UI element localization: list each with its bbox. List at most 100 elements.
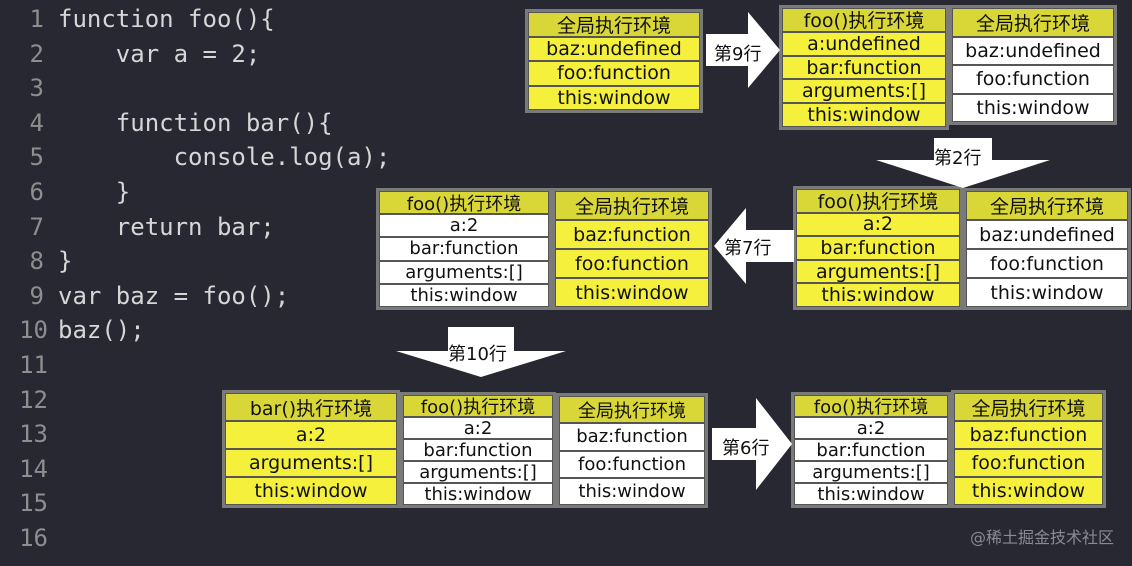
line-number: 9 [29,281,44,310]
arrow-down-line2: 第2行 [876,138,1050,188]
context-row: bar:function [796,236,960,260]
context-row: this:window [782,103,946,127]
context-title: 全局执行环境 [952,8,1114,37]
arrow-label: 第6行 [722,438,770,459]
context-row: arguments:[] [225,449,397,477]
code-line: 4 function bar(){ [0,106,333,141]
context-title: foo()执行环境 [794,395,948,417]
code-line: 12 [0,383,58,418]
line-number: 8 [29,247,44,276]
context-row: arguments:[] [403,461,553,483]
arrow-down-line10: 第10行 [396,327,566,377]
code-line: 7 return bar; [0,210,275,245]
line-number: 16 [19,524,48,552]
line-number: 2 [29,39,44,68]
context-row: this:window [379,283,549,307]
context-title: 全局执行环境 [559,396,705,424]
context-title: 全局执行环境 [528,12,700,37]
code-text: var baz = foo(); [58,281,290,310]
context-title: 全局执行环境 [966,191,1128,220]
code-text: return bar; [58,212,275,241]
code-text: function bar(){ [58,108,333,137]
context-row: arguments:[] [379,260,549,284]
context-row: bar:function [403,439,553,461]
context-row: a:2 [796,212,960,237]
context-row: arguments:[] [794,461,948,483]
arrow-label: 第9行 [714,44,762,65]
arrow-right-line6: 第6行 [712,396,792,492]
line-number: 5 [29,143,44,172]
context-title: foo()执行环境 [379,191,549,215]
context-row: this:window [555,278,709,307]
context-row: baz:undefined [528,36,700,61]
code-text: } [58,178,131,206]
code-line: 1 function foo(){ [0,2,275,37]
context-row: this:window [225,477,397,505]
code-line: 9 var baz = foo(); [0,279,290,314]
code-line: 2 var a = 2; [0,37,261,72]
context-row: a:2 [403,417,553,439]
context-title: foo()执行环境 [782,8,946,32]
line-number: 13 [19,420,48,449]
arrow-label: 第2行 [934,148,982,169]
context-row: baz:undefined [966,220,1128,249]
context-row: baz:function [954,421,1103,449]
code-line: 6 } [0,175,131,210]
context-row: arguments:[] [782,79,946,104]
context-title: foo()执行环境 [796,189,960,213]
code-text: var a = 2; [58,39,261,68]
code-line: 10 baz(); [0,313,145,348]
context-row: a:undefined [782,31,946,56]
code-line: 14 [0,452,58,487]
context-row: foo:function [966,249,1128,278]
context-title: bar()执行环境 [225,393,397,421]
arrow-down-shape [876,138,1050,188]
code-text: baz(); [58,316,145,345]
line-number: 3 [29,74,44,103]
context-row: this:window [966,278,1128,307]
context-row: bar:function [379,237,549,261]
context-row: a:2 [225,421,397,449]
line-number: 15 [19,489,48,518]
line-number: 4 [29,108,44,137]
code-line: 15 [0,486,58,521]
code-text: function foo(){ [58,5,275,33]
context-row: this:window [796,283,960,307]
context-row: baz:function [559,423,705,451]
line-number: 6 [29,178,44,206]
context-row: foo:function [559,450,705,478]
context-row: a:2 [794,417,948,439]
line-number: 14 [19,454,48,483]
line-number: 10 [19,316,48,345]
arrow-label: 第10行 [448,344,507,365]
arrow-right-shape [712,398,792,490]
arrow-left-shape [714,208,794,284]
arrow-left-line7: 第7行 [714,206,794,286]
line-number: 11 [19,351,48,379]
line-number: 7 [29,212,44,241]
context-row: foo:function [954,449,1103,477]
code-text: console.log(a); [58,143,391,172]
arrow-right-shape [706,12,780,88]
line-number: 1 [29,5,44,33]
arrow-label: 第7行 [724,238,772,259]
arrow-right-line9: 第9行 [706,8,780,92]
code-line: 5 console.log(a); [0,140,391,175]
context-row: this:window [559,477,705,505]
context-title: foo()执行环境 [403,395,553,417]
context-row: foo:function [555,249,709,278]
context-row: baz:undefined [952,36,1114,65]
context-title: 全局执行环境 [555,191,709,220]
context-row: baz:function [555,220,709,249]
